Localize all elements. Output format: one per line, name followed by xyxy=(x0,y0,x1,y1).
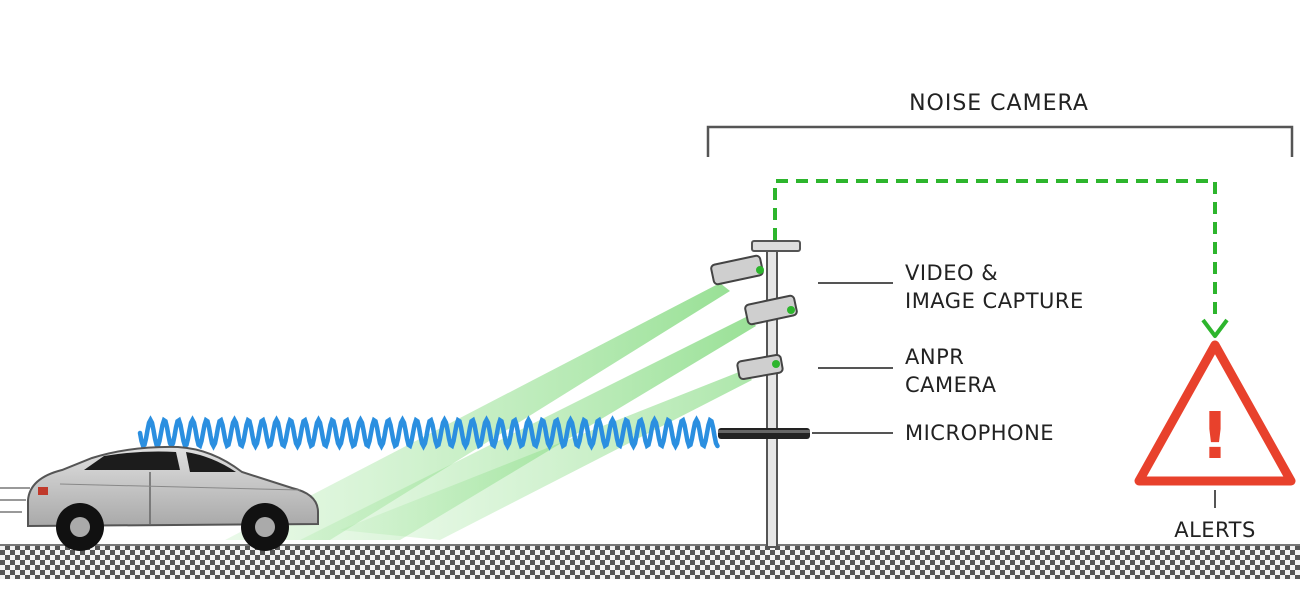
microphone-label: MICROPHONE xyxy=(905,421,1054,445)
warning-triangle-icon: ! xyxy=(1134,340,1296,486)
alert-exclamation: ! xyxy=(1200,400,1229,474)
video-label: VIDEO & xyxy=(905,261,998,285)
alert-link-dashed xyxy=(773,179,1217,322)
noise-camera-bracket xyxy=(706,125,1294,157)
sound-wave xyxy=(137,415,720,451)
image-capture-label: IMAGE CAPTURE xyxy=(905,289,1084,313)
alert-link-arrowhead xyxy=(1201,318,1229,338)
anpr-camera-label: CAMERA xyxy=(905,373,997,397)
camera-icon xyxy=(710,254,764,286)
camera-icon xyxy=(744,294,798,326)
noise-camera-title: NOISE CAMERA xyxy=(909,91,1089,116)
road xyxy=(0,545,1300,579)
anpr-label: ANPR xyxy=(905,345,964,369)
beam-video-capture xyxy=(225,283,730,540)
microphone-icon xyxy=(718,428,810,439)
camera-icon xyxy=(736,353,784,381)
alerts-label: ALERTS xyxy=(1174,518,1256,542)
camera-pole xyxy=(751,240,801,548)
car-icon xyxy=(0,445,319,551)
beam-anpr-camera xyxy=(340,370,752,540)
